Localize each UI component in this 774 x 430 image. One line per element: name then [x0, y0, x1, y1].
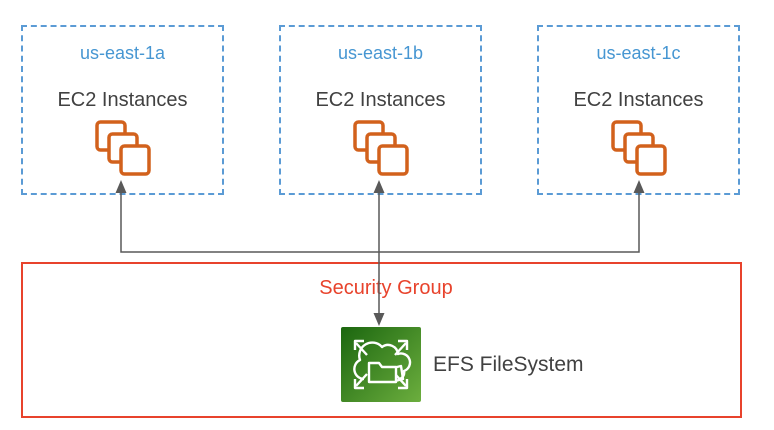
ec2-instances-icon — [352, 120, 409, 176]
efs-label: EFS FileSystem — [433, 352, 584, 376]
ec2-instances-label: EC2 Instances — [57, 89, 188, 111]
az-region-label: us-east-1b — [337, 43, 424, 63]
security-group-boundary — [21, 262, 742, 418]
az-region-label: us-east-1a — [79, 43, 166, 63]
efs-filesystem: EFS FileSystem — [341, 327, 584, 402]
ec2-instances-icon — [94, 120, 151, 176]
az-box-us-east-1c: us-east-1c EC2 Instances — [537, 25, 740, 195]
az-box-us-east-1a: us-east-1a EC2 Instances — [21, 25, 224, 195]
ec2-instances-label: EC2 Instances — [573, 89, 704, 111]
ec2-instances-icon — [610, 120, 667, 176]
efs-icon — [341, 327, 421, 402]
security-group-label: Security Group — [319, 277, 453, 299]
az-box-us-east-1b: us-east-1b EC2 Instances — [279, 25, 482, 195]
az-region-label: us-east-1c — [596, 43, 681, 63]
ec2-instances-label: EC2 Instances — [315, 89, 446, 111]
